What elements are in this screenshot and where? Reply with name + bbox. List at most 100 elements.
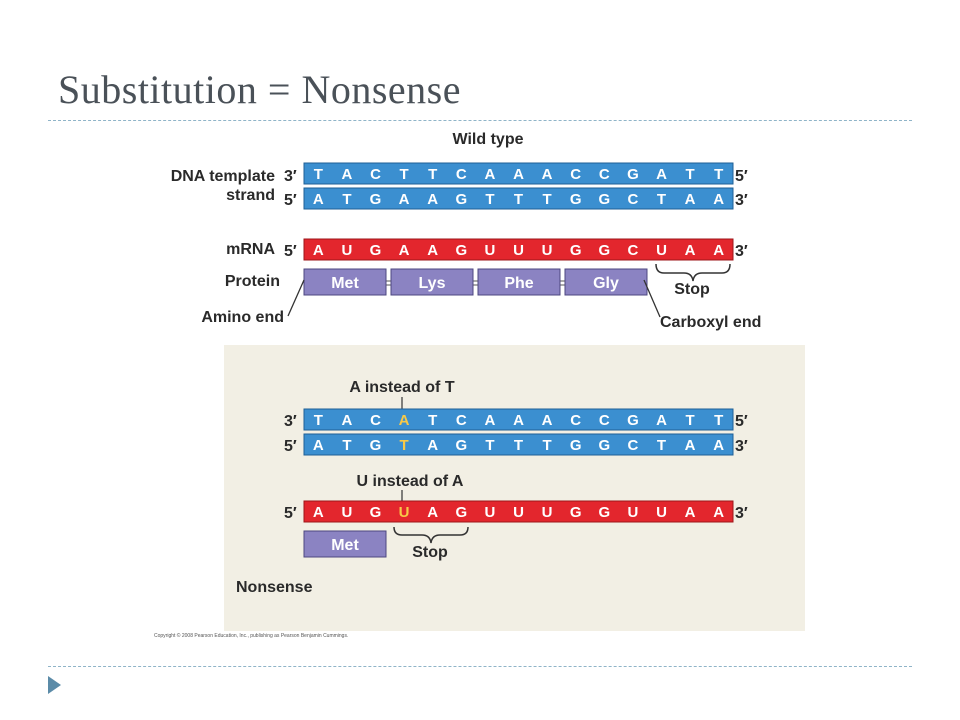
nucleotide: G (598, 242, 610, 259)
nucleotide: A (484, 166, 495, 183)
nucleotide: C (370, 166, 381, 183)
nucleotide: G (455, 437, 467, 454)
nucleotide: T (514, 437, 523, 454)
mutant-protein-chain: Met (303, 530, 387, 558)
nucleotide: G (370, 191, 382, 208)
prime-label: 5′ (735, 168, 748, 185)
dna-template-label: DNA template (171, 168, 275, 185)
copyright-notice: Copyright © 2008 Pearson Education, Inc.… (154, 633, 349, 639)
nucleotide: A (313, 437, 324, 454)
nucleotide: C (627, 242, 638, 259)
amino-acid-label: Gly (593, 275, 619, 292)
nucleotide: T (485, 191, 494, 208)
nucleotide: A (427, 437, 438, 454)
nucleotide: U (399, 504, 410, 521)
nucleotide: A (685, 242, 696, 259)
amino-acid-label: Met (331, 537, 359, 554)
bullet-arrow-icon (48, 676, 61, 694)
nucleotide: T (543, 191, 552, 208)
nucleotide: G (570, 191, 582, 208)
prime-label: 5′ (735, 413, 748, 430)
prime-label: 5′ (284, 505, 297, 522)
strand-label: strand (226, 187, 275, 204)
nucleotide: A (713, 504, 724, 521)
nucleotide: A (685, 437, 696, 454)
nucleotide: C (570, 166, 581, 183)
nucleotide: T (428, 412, 437, 429)
nucleotide: C (627, 437, 638, 454)
nucleotide: A (484, 412, 495, 429)
mutation-panel (224, 345, 805, 631)
nucleotide: T (428, 166, 437, 183)
nucleotide: A (713, 242, 724, 259)
nucleotide: U (656, 242, 667, 259)
carboxyl-end-label: Carboxyl end (660, 314, 761, 331)
nucleotide: T (314, 166, 323, 183)
top-divider (48, 120, 912, 121)
nucleotide: C (570, 412, 581, 429)
wild-stop-brace (655, 263, 731, 282)
nucleotide: T (686, 412, 695, 429)
prime-label: 3′ (284, 413, 297, 430)
nucleotide: G (598, 504, 610, 521)
mutant-stop-brace (393, 526, 469, 544)
nucleotide: U (656, 504, 667, 521)
nucleotide: G (570, 437, 582, 454)
nucleotide: A (685, 191, 696, 208)
nucleotide: G (455, 504, 467, 521)
mrna-annotation: U instead of A (357, 473, 464, 490)
amino-acid-label: Lys (419, 275, 446, 292)
protein-label: Protein (225, 273, 280, 290)
slide-title: Substitution = Nonsense (58, 67, 461, 112)
nucleotide: C (456, 412, 467, 429)
nucleotide: A (542, 412, 553, 429)
prime-label: 3′ (735, 192, 748, 209)
bottom-divider (48, 666, 912, 667)
nucleotide: A (341, 412, 352, 429)
nucleotide: A (313, 191, 324, 208)
nucleotide: T (485, 437, 494, 454)
mutant-mrna-strand (303, 500, 734, 523)
nucleotide: C (599, 412, 610, 429)
nucleotide: A (685, 504, 696, 521)
dna-annotation: A instead of T (349, 379, 454, 396)
amino-acid-box (477, 268, 561, 296)
nucleotide: G (570, 504, 582, 521)
nucleotide: A (313, 504, 324, 521)
nucleotide: U (513, 242, 524, 259)
nucleotide: A (513, 166, 524, 183)
nucleotide: U (542, 242, 553, 259)
nucleotide: G (627, 412, 639, 429)
nucleotide: T (543, 437, 552, 454)
nucleotide: C (456, 166, 467, 183)
nucleotide: A (713, 191, 724, 208)
nucleotide: U (341, 504, 352, 521)
nucleotide: G (370, 242, 382, 259)
nucleotide: A (513, 412, 524, 429)
nucleotide: G (370, 437, 382, 454)
wild-mrna-strand (303, 238, 734, 261)
nucleotide: T (686, 166, 695, 183)
amino-acid-box (303, 268, 387, 296)
nucleotide: T (657, 437, 666, 454)
prime-label: 5′ (284, 192, 297, 209)
nucleotide: G (598, 437, 610, 454)
wild-stop-label: Stop (674, 281, 710, 298)
nucleotide: A (656, 166, 667, 183)
nucleotide: T (314, 412, 323, 429)
nucleotide: T (714, 412, 723, 429)
nonsense-label: Nonsense (236, 579, 313, 596)
nucleotide: G (455, 242, 467, 259)
nucleotide: T (400, 437, 409, 454)
mutant-coding-strand (303, 433, 734, 456)
mrna-label: mRNA (226, 241, 275, 258)
nucleotide: U (484, 504, 495, 521)
mutant-template-strand (303, 408, 734, 431)
